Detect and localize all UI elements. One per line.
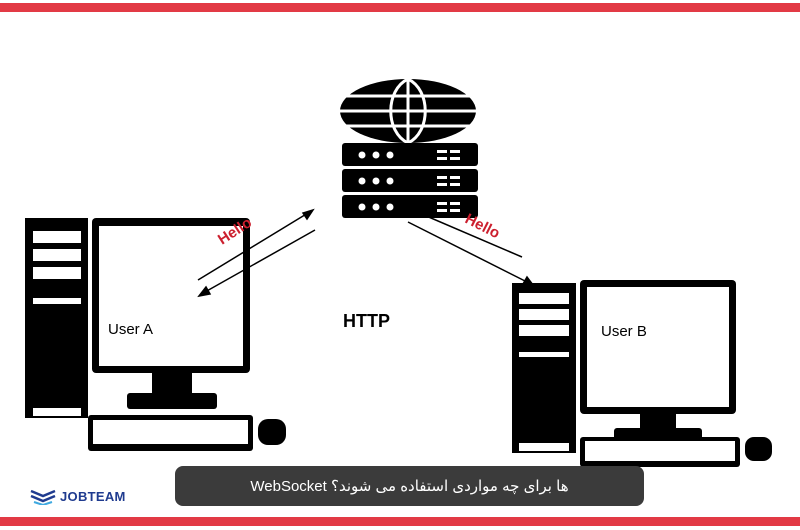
top-accent-bar <box>0 3 800 12</box>
user-b-label: User B <box>601 323 647 340</box>
brand-name: JOBTEAM <box>60 488 126 504</box>
mouse-icon <box>745 437 772 461</box>
computer-a <box>25 218 286 451</box>
monitor-icon <box>92 218 250 409</box>
globe-icon <box>340 77 476 145</box>
tower-icon <box>512 283 576 453</box>
protocol-label: HTTP <box>343 311 390 331</box>
caption-text: WebSocket ها برای چه مواردی استفاده می ش… <box>250 478 569 495</box>
keyboard-icon <box>580 437 740 467</box>
keyboard-icon <box>88 415 253 451</box>
caption-banner: WebSocket ها برای چه مواردی استفاده می ش… <box>175 466 644 506</box>
user-a-label: User A <box>108 321 153 338</box>
bottom-accent-bar <box>0 517 800 526</box>
arrows-user-b <box>402 204 535 286</box>
tower-icon <box>25 218 88 418</box>
brand-logo: JOBTEAM <box>30 485 126 507</box>
book-logo-icon <box>30 489 56 505</box>
monitor-icon <box>580 280 736 442</box>
computer-b <box>512 280 772 467</box>
mouse-icon <box>258 419 286 445</box>
arrows-user-a <box>197 208 316 298</box>
hello-message-right: Hello <box>462 210 502 242</box>
